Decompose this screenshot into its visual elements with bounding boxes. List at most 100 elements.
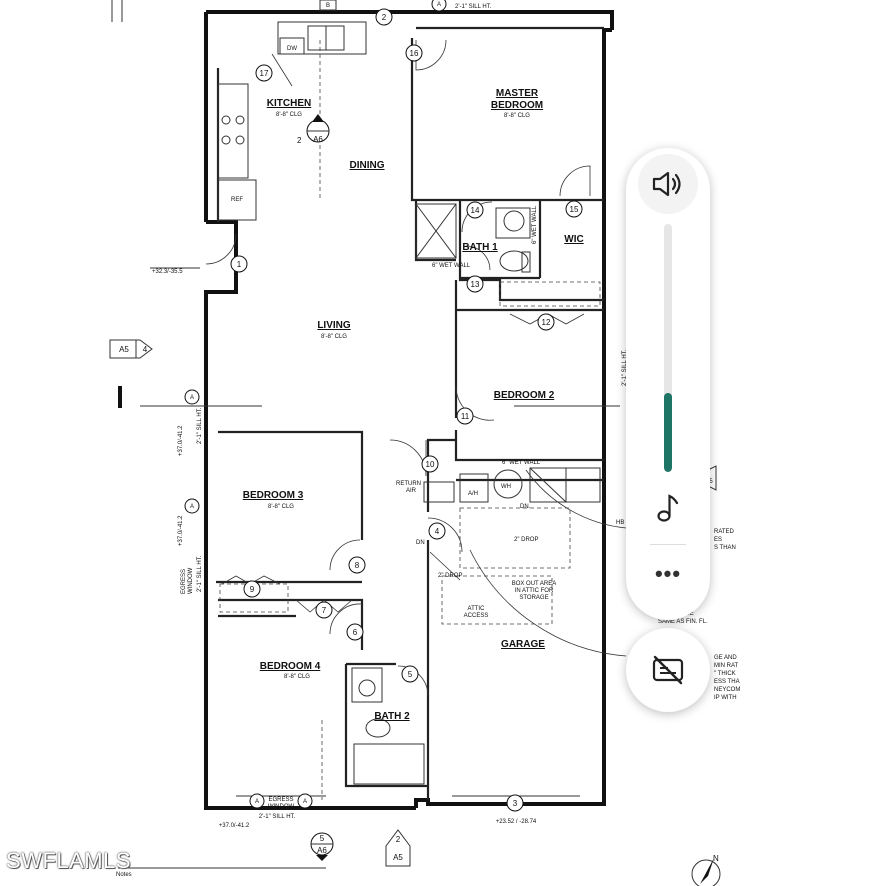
attic-1: ATTIC <box>468 606 486 612</box>
a-mark-3: A <box>303 799 307 805</box>
bedroom4-clg: 8'-8" CLG <box>284 674 310 680</box>
a-mark-4: A <box>190 504 194 510</box>
tag-8: 8 <box>355 561 360 570</box>
room-bedroom3: BEDROOM 3 <box>243 490 304 501</box>
tag-3: 3 <box>513 799 518 808</box>
right-5: 5 <box>709 479 713 485</box>
kitchen-clg: 8'-8" CLG <box>276 112 302 118</box>
box-out-2: IN ATTIC FOR <box>515 588 554 594</box>
tag-6: 6 <box>353 628 358 637</box>
tag-4: 4 <box>435 527 440 536</box>
room-garage: GARAGE <box>501 639 545 650</box>
captions-button[interactable] <box>626 628 710 712</box>
master-clg: 8'-8" CLG <box>504 113 530 119</box>
room-bath2: BATH 2 <box>374 711 410 722</box>
panel-divider <box>650 544 686 545</box>
tag-13: 13 <box>471 280 480 289</box>
room-bath1: BATH 1 <box>462 242 498 253</box>
elev-left-3: +37.0/-41.2 <box>178 425 184 456</box>
a5-left-num: 4 <box>143 345 148 354</box>
sill-left-1: 2'-1" SILL HT. <box>197 555 203 592</box>
a6-bottom-letter: A6 <box>317 846 327 855</box>
tag-9: 9 <box>250 585 255 594</box>
box-out-3: STORAGE <box>519 595 548 601</box>
elev-bottom: +37.0/-41.2 <box>219 823 250 829</box>
egress-bottom-1: EGRESS <box>268 797 293 803</box>
media-button[interactable] <box>638 478 698 538</box>
hb-label: HB <box>616 520 624 526</box>
wet-wall-3: 6" WET WALL <box>502 460 541 466</box>
notes-label: Notes <box>116 872 132 878</box>
dn1-label: DN. <box>520 504 531 510</box>
leader-lines <box>111 0 620 869</box>
sill-right: 2'-1" SILL HT. <box>622 349 628 386</box>
living-clg: 8'-8" CLG <box>321 334 347 340</box>
attic-2: ACCESS <box>464 613 489 619</box>
right-7: MIN RAT <box>714 663 739 669</box>
north-label: N <box>713 854 719 863</box>
right-5: SAME AS FIN. FL. <box>658 619 708 625</box>
right-3: S THAN <box>714 545 736 551</box>
egress-bottom-2: WINDOW <box>268 804 295 810</box>
speaker-icon <box>652 171 681 197</box>
room-bedroom4: BEDROOM 4 <box>260 661 321 672</box>
tag-17: 17 <box>260 69 269 78</box>
sill-left-2: 2'-1" SILL HT. <box>197 407 203 444</box>
a5-bottom-letter: A5 <box>393 853 403 862</box>
tag-11: 11 <box>461 412 470 421</box>
wet-wall-2: 6" WET WALL <box>532 205 538 244</box>
a5-bottom-num: 2 <box>396 835 401 844</box>
right-6: GE AND <box>714 655 737 661</box>
north-arrow: N <box>691 854 721 886</box>
elev-left: +32.3/-35.5 <box>152 269 183 275</box>
tag-7: 7 <box>322 606 327 615</box>
a5-left-letter: A5 <box>119 345 129 354</box>
volume-panel: ••• <box>626 148 710 620</box>
bedroom3-clg: 8'-8" CLG <box>268 504 294 510</box>
watermark: SWFLAMLS <box>6 848 132 873</box>
right-11: IP WITH <box>714 695 737 701</box>
room-wic: WIC <box>564 234 583 245</box>
return-air-2: AIR <box>406 488 417 494</box>
door-swings <box>205 39 627 697</box>
right-10: NEYCOM <box>714 687 740 693</box>
box-out-1: BOX OUT AREA <box>512 581 557 587</box>
music-note-icon <box>657 494 679 522</box>
room-master-line2: BEDROOM <box>491 100 543 111</box>
speaker-button[interactable] <box>638 154 698 214</box>
room-labels: KITCHEN 8'-8" CLG DINING MASTER BEDROOM … <box>243 88 584 722</box>
egress-left-2: WINDOW <box>188 567 194 594</box>
a-mark-1: A <box>190 395 194 401</box>
tag-14: 14 <box>471 206 480 215</box>
a-mark-5: A <box>437 2 441 8</box>
exterior-walls <box>204 10 614 810</box>
more-button[interactable]: ••• <box>638 544 698 604</box>
tag-5: 5 <box>408 670 413 679</box>
volume-slider-fill <box>664 392 672 472</box>
tag-16: 16 <box>410 49 419 58</box>
room-bedroom2: BEDROOM 2 <box>494 390 555 401</box>
sill-bottom: 2'-1" SILL HT. <box>259 814 296 820</box>
captions-off-icon <box>652 655 684 685</box>
section-markers: A5 4 A A A A A A6 2 5 A6 2 A5 B 5 <box>109 0 717 867</box>
dashed-areas <box>219 40 601 800</box>
room-dining: DINING <box>350 160 385 171</box>
kitchen-counters <box>217 21 367 221</box>
right-2: ES <box>714 537 722 543</box>
elev-garage: +23.52 / -28.74 <box>496 819 537 825</box>
tag-2: 2 <box>382 13 387 22</box>
volume-slider[interactable] <box>664 224 672 472</box>
dw-label: DW <box>287 46 297 52</box>
top-b: B <box>326 3 330 9</box>
fixtures <box>351 203 601 785</box>
door-tags: 1 2 3 4 5 6 7 8 9 10 11 12 13 14 15 16 1… <box>230 8 583 812</box>
right-1: RATED <box>714 529 735 535</box>
more-icon: ••• <box>654 561 682 586</box>
elev-left-2: +37.0/-41.2 <box>178 515 184 546</box>
egress-left-1: EGRESS <box>181 569 187 594</box>
wh-label: WH <box>501 484 511 490</box>
tag-15: 15 <box>570 205 579 214</box>
return-air-1: RETURN <box>396 481 421 487</box>
dn2-label: DN <box>416 540 425 546</box>
